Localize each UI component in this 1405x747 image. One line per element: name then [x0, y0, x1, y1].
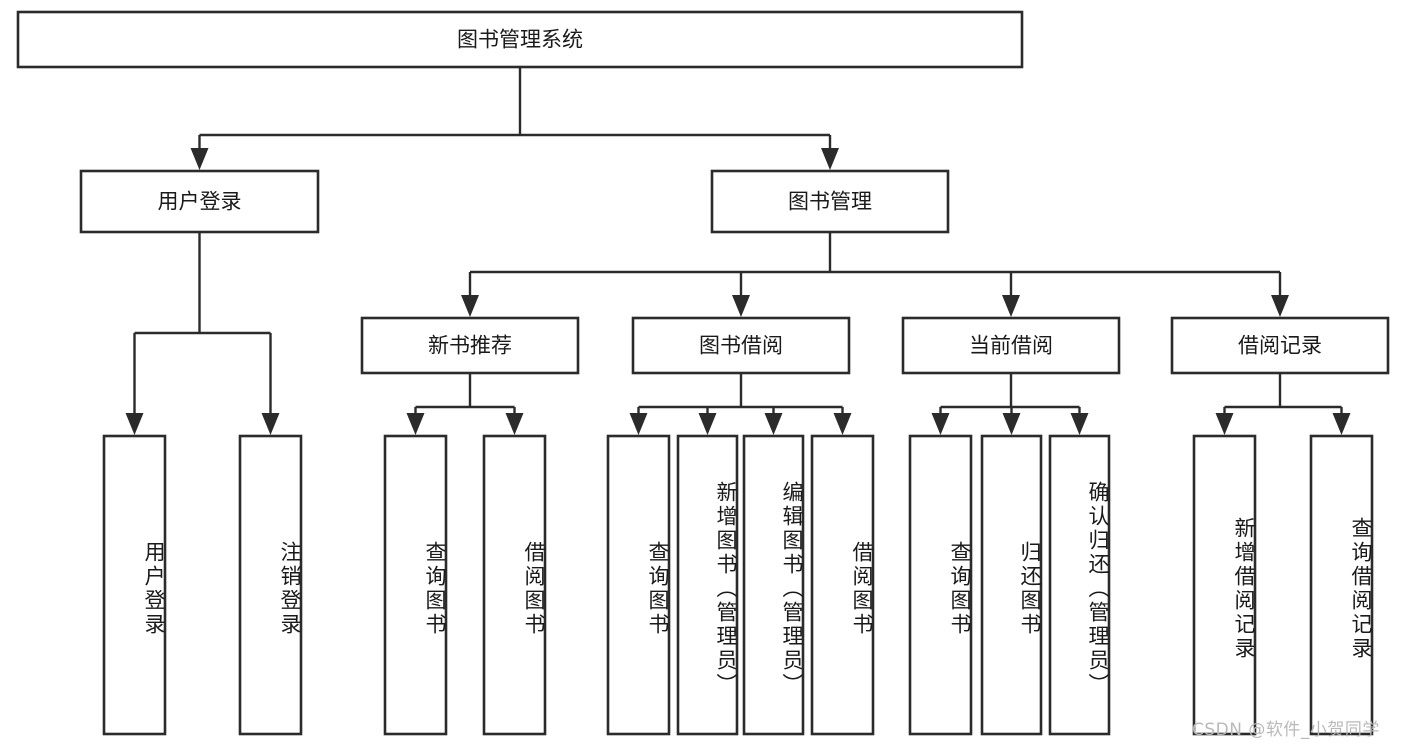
node-box-user-login[interactable] [79, 169, 320, 234]
node-box-leaf-query-book-recommend[interactable] [383, 434, 448, 736]
node-box-leaf-add-borrow-record[interactable] [1192, 434, 1257, 736]
node-box-book-borrow[interactable] [631, 316, 851, 375]
node-label-book-borrow: 图书借阅 [699, 334, 783, 358]
node-box-current-borrow[interactable] [901, 316, 1121, 375]
connector-layer [125, 67, 1351, 435]
arrow-head-icon [406, 413, 425, 435]
node-box-leaf-borrow-book-recommend[interactable] [482, 434, 547, 736]
arrow-head-icon [764, 413, 783, 435]
node-box-new-book-recommend[interactable] [360, 316, 580, 375]
node-box-leaf-add-book[interactable] [676, 434, 739, 736]
node-label-book-management: 图书管理 [788, 190, 872, 214]
node-box-leaf-edit-book[interactable] [742, 434, 805, 736]
node-box-leaf-return-book[interactable] [980, 434, 1043, 736]
arrow-head-icon [190, 148, 209, 170]
node-box-leaf-user-login[interactable] [102, 434, 167, 736]
node-label-borrow-records: 借阅记录 [1238, 334, 1322, 358]
node-box-leaf-confirm-return[interactable] [1048, 434, 1111, 736]
arrow-head-icon [261, 413, 280, 435]
node-box-borrow-records[interactable] [1170, 316, 1390, 375]
arrow-head-icon [1332, 413, 1351, 435]
node-box-book-management[interactable] [710, 169, 950, 234]
arrow-head-icon [698, 413, 717, 435]
arrow-head-icon [1002, 413, 1021, 435]
csdn-watermark: CSDN @软件_小贺同学 [1192, 720, 1380, 740]
arrow-head-icon [125, 413, 144, 435]
arrow-head-icon [931, 413, 950, 435]
node-layer [16, 10, 1390, 736]
node-box-leaf-query-book-borrow[interactable] [606, 434, 671, 736]
arrow-head-icon [1002, 295, 1020, 317]
node-box-leaf-user-logout[interactable] [238, 434, 303, 736]
node-label-user-login: 用户登录 [158, 190, 242, 214]
node-label-root: 图书管理系统 [457, 28, 583, 52]
arrow-head-icon [505, 413, 524, 435]
node-box-leaf-borrow-book[interactable] [810, 434, 875, 736]
node-box-leaf-query-book-current[interactable] [908, 434, 973, 736]
node-label-current-borrow: 当前借阅 [969, 334, 1053, 358]
arrow-head-icon [1215, 413, 1234, 435]
node-label-new-book-recommend: 新书推荐 [428, 334, 512, 358]
arrow-head-icon [1070, 413, 1089, 435]
node-box-root[interactable] [16, 10, 1024, 69]
arrow-head-icon [629, 413, 648, 435]
node-box-leaf-query-borrow-record[interactable] [1309, 434, 1374, 736]
arrow-head-icon [821, 148, 839, 170]
arrow-head-icon [833, 413, 852, 435]
arrow-head-icon [1271, 295, 1289, 317]
arrow-head-icon [461, 295, 479, 317]
arrow-head-icon [732, 295, 750, 317]
